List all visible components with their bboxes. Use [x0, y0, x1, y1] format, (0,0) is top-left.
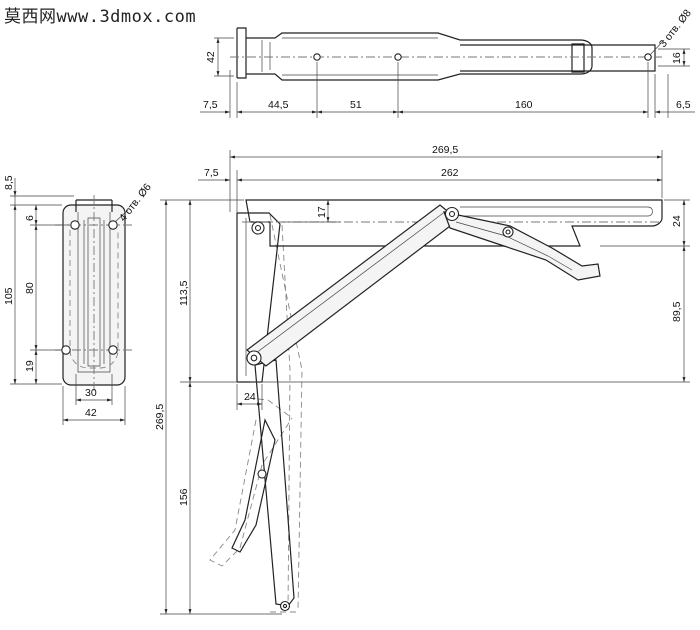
- top-view-end-knuckle: [571, 43, 585, 73]
- dim-top-end-offset: 6,5: [676, 99, 691, 111]
- dim-main-brace-height: 89,5: [671, 301, 683, 322]
- side-view-hole-br: [108, 345, 118, 355]
- top-view-holes-note: 3 отв. Ø8: [657, 7, 694, 50]
- dim-side-hole-spacing: 80: [24, 282, 36, 294]
- dim-top-seg2: 51: [350, 99, 362, 111]
- folded-latch: [231, 418, 276, 553]
- diagonal-brace: [246, 204, 459, 367]
- top-view-channel: [246, 32, 593, 81]
- top-view-hole-3: [644, 53, 652, 61]
- side-view: 8,5 105 6 80 19 30 42 4 отв. Ø6: [3, 175, 154, 425]
- dim-main-pivot-offset: 24: [244, 391, 256, 403]
- dim-top-offset: 7,5: [203, 99, 218, 111]
- dim-main-right-height: 24: [671, 215, 683, 227]
- horizontal-arm: [245, 199, 663, 247]
- arm-slot: [460, 206, 653, 217]
- side-view-hole-tl: [70, 220, 80, 230]
- dim-main-bracket-height: 113,5: [178, 280, 190, 306]
- dim-main-offset: 7,5: [204, 167, 219, 179]
- dim-main-folded-length: 156: [178, 488, 190, 506]
- dim-main-total-height: 269,5: [154, 404, 166, 430]
- latch-lever: [443, 211, 601, 281]
- dim-top-end-height: 16: [671, 52, 683, 64]
- side-view-holes-note: 4 отв. Ø6: [117, 181, 154, 224]
- dim-side-outer-width: 42: [85, 407, 97, 419]
- main-view: 269,5 262 7,5 17 24 89,5 113,5 269,5 156…: [154, 144, 690, 615]
- watermark-text: 莫西网www.3dmox.com: [4, 7, 197, 27]
- wall-bracket: [236, 212, 281, 383]
- side-view-hole-tr: [108, 220, 118, 230]
- dim-side-top: 8,5: [3, 175, 15, 190]
- top-view-arm: [460, 44, 656, 72]
- side-view-hole-bl: [61, 345, 71, 355]
- top-view-bracket-plate: [236, 27, 247, 79]
- dim-main-arm-length: 262: [441, 167, 459, 179]
- dim-side-height: 105: [3, 287, 15, 305]
- top-view: 42 7,5 44,5 51 160 6,5 16 3 отв. Ø8: [200, 7, 695, 118]
- dim-main-total-length: 269,5: [432, 144, 458, 156]
- dim-main-arm-offset: 17: [316, 206, 328, 218]
- dim-top-height: 42: [205, 51, 217, 63]
- dim-side-hole-top: 6: [24, 215, 36, 221]
- top-view-hole-1: [313, 53, 321, 61]
- dim-top-seg1: 44,5: [268, 99, 289, 111]
- top-view-hole-2: [394, 53, 402, 61]
- dim-side-inner-width: 30: [85, 387, 97, 399]
- dim-side-hole-bottom: 19: [24, 360, 36, 372]
- dim-top-seg3: 160: [515, 99, 533, 111]
